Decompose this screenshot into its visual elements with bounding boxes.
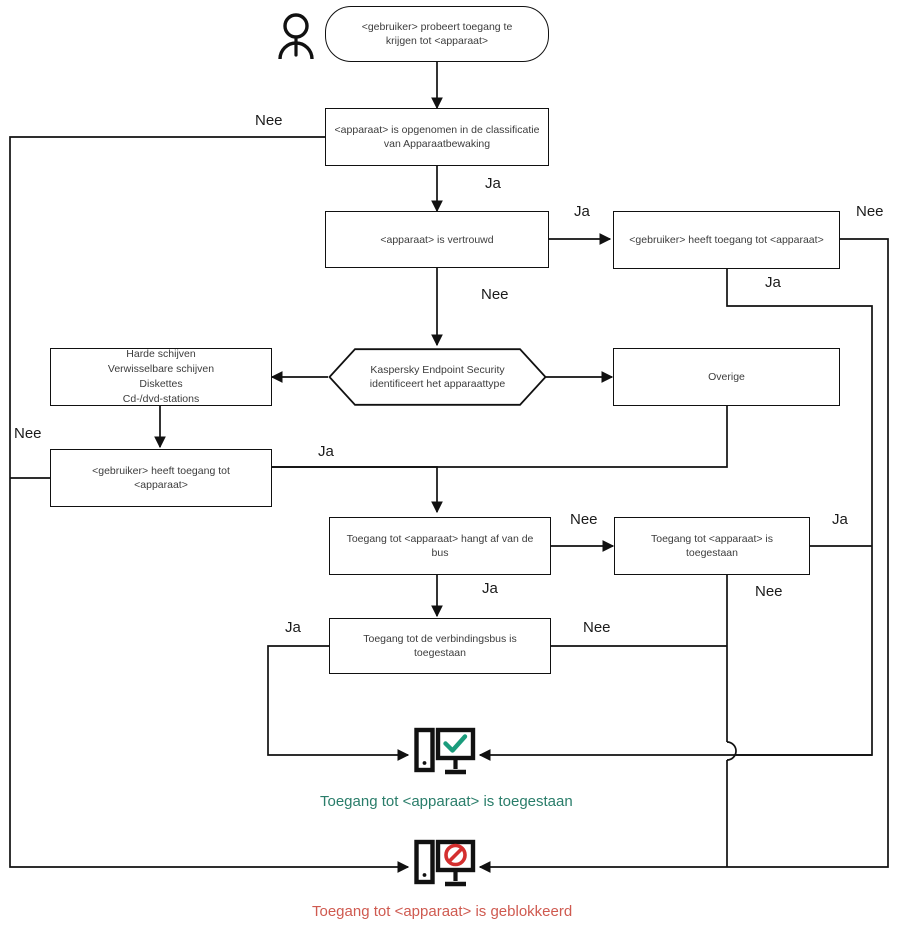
node-device-classified-label: <apparaat> is opgenomen in de classifica… [334, 124, 540, 150]
caption-access-blocked: Toegang tot <apparaat> is geblokkeerd [312, 903, 573, 920]
node-device-trusted-label: <apparaat> is vertrouwd [380, 233, 494, 246]
node-access-allowed-box-label: Toegang tot <apparaat> is toegestaan [650, 533, 773, 559]
node-access-depends-on-bus-label: Toegang tot <apparaat> hangt af van de b… [346, 533, 534, 559]
edge-label-allowedbox-yes: Ja [832, 511, 848, 528]
edge-label-trusted-no: Nee [481, 286, 509, 303]
node-drive-types-label: Harde schijven Verwisselbare schijven Di… [107, 348, 215, 405]
edge-label-busallowed-no: Nee [583, 619, 611, 636]
user-icon [274, 10, 318, 62]
node-user-has-access-top-label: <gebruiker> heeft toegang tot <apparaat> [629, 234, 824, 246]
edge-label-userleft-no: Nee [14, 425, 42, 442]
edge-label-usertop-no: Nee [856, 203, 884, 220]
edge-label-allowedbox-no: Nee [755, 583, 783, 600]
node-user-has-access-left-label: <gebruiker> heeft toegang tot <apparaat> [92, 465, 230, 491]
node-identify-device-type-label: Kaspersky Endpoint Security identificeer… [369, 364, 506, 390]
edge-label-bus-yes: Ja [482, 580, 498, 597]
edge-label-usertop-yes: Ja [765, 274, 781, 291]
node-start[interactable]: <gebruiker> probeert toegang te krijgen … [325, 6, 549, 62]
node-access-depends-on-bus[interactable]: Toegang tot <apparaat> hangt af van de b… [329, 517, 551, 575]
node-identify-device-type[interactable]: Kaspersky Endpoint Security identificeer… [328, 348, 547, 406]
edge-label-trusted-yes: Ja [574, 203, 590, 220]
node-drive-types[interactable]: Harde schijven Verwisselbare schijven Di… [50, 348, 272, 406]
node-bus-access-allowed-label: Toegang tot de verbindingsbus is toegest… [363, 633, 517, 659]
monitor-blocked-icon [414, 839, 476, 895]
node-device-classified[interactable]: <apparaat> is opgenomen in de classifica… [325, 108, 549, 166]
node-other-devices-label: Overige [708, 371, 745, 383]
node-device-trusted[interactable]: <apparaat> is vertrouwd [325, 211, 549, 268]
node-bus-access-allowed[interactable]: Toegang tot de verbindingsbus is toegest… [329, 618, 551, 674]
monitor-check-icon [414, 727, 476, 783]
edge-label-userleft-yes: Ja [318, 443, 334, 460]
edge-label-busallowed-yes: Ja [285, 619, 301, 636]
edge-label-bus-no: Nee [570, 511, 598, 528]
caption-access-allowed: Toegang tot <apparaat> is toegestaan [320, 793, 573, 810]
node-user-has-access-left[interactable]: <gebruiker> heeft toegang tot <apparaat> [50, 449, 272, 507]
edge-label-classified-no: Nee [255, 112, 283, 129]
node-other-devices[interactable]: Overige [613, 348, 840, 406]
node-start-label: <gebruiker> probeert toegang te krijgen … [361, 21, 513, 47]
edge-label-classified-yes: Ja [485, 175, 501, 192]
node-user-has-access-top[interactable]: <gebruiker> heeft toegang tot <apparaat> [613, 211, 840, 269]
node-access-allowed-box[interactable]: Toegang tot <apparaat> is toegestaan [614, 517, 810, 575]
